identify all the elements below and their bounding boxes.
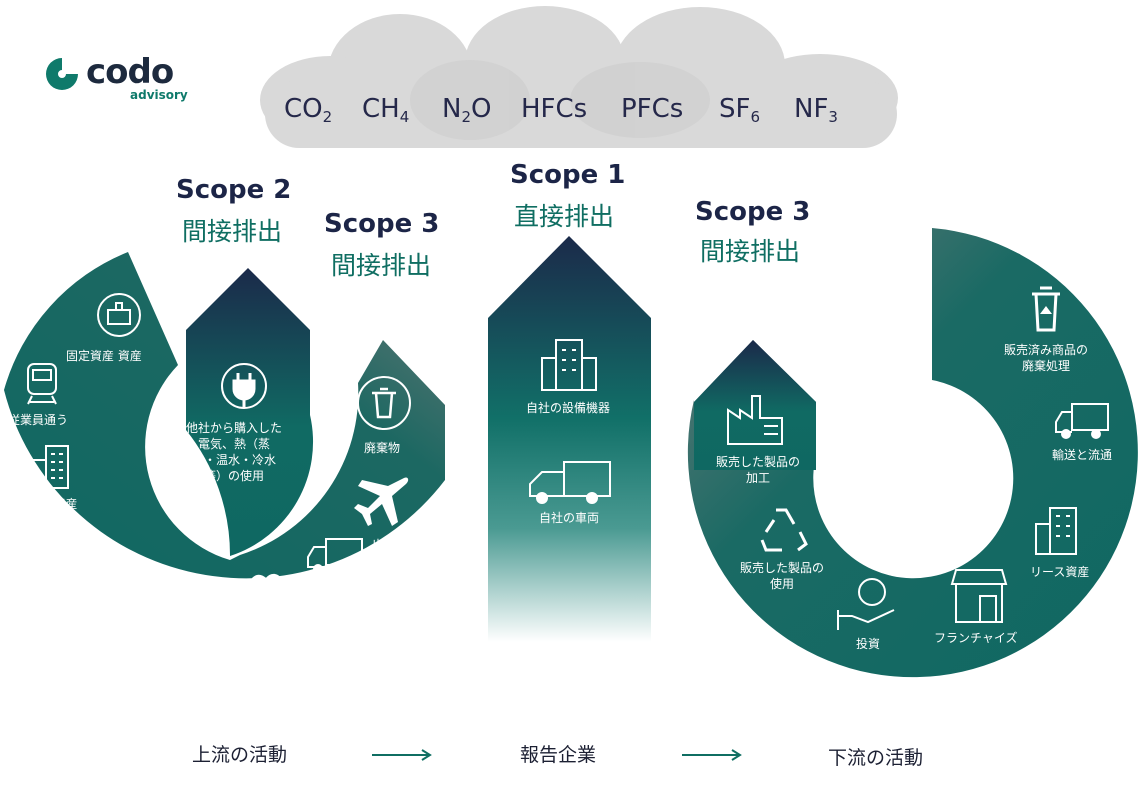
plug-icon: [221, 363, 267, 409]
scope2-arrow: [186, 268, 314, 556]
scope2-subtitle: 間接排出: [182, 217, 283, 246]
truck-icon: [307, 538, 363, 574]
codo-logo-icon: [46, 58, 78, 90]
trash-icon: [357, 376, 411, 430]
gas-label: N2O: [442, 94, 492, 126]
facility-building-icon: [541, 339, 597, 391]
upstream-item-label: 従業員通う: [8, 413, 69, 427]
scope3-up-title: Scope 3: [324, 209, 440, 239]
downstream-label: 下流の活動: [828, 747, 924, 769]
scope2-item-label: 他社から購入した 電気、熱（蒸 気・温水・冷水 等）の使用: [186, 421, 283, 483]
scope3-up-item-label: 輸送と流通: [305, 581, 366, 595]
gas-label: HFCs: [521, 94, 588, 124]
logo: codo advisory: [44, 52, 204, 104]
reporting-company-label: 報告企業: [520, 744, 597, 766]
scope1-arrow: [488, 236, 651, 642]
airplane-icon: [354, 477, 409, 526]
scope3-down-subtitle: 間接排出: [700, 237, 801, 266]
gas-label: SF6: [719, 94, 761, 126]
scope3-down-item-label: リース資産: [1030, 565, 1090, 579]
brand-tagline: advisory: [130, 88, 188, 102]
scope3-down-item-label: 販売した製品の 使用: [740, 561, 825, 591]
scope3-down-item-label: フランチャイズ: [934, 631, 1018, 645]
scope3-down-title: Scope 3: [695, 197, 811, 227]
lease-building-icon: [1035, 507, 1077, 555]
scope3-up-item-label: 燃料・エネルギー 関連の活動: [212, 627, 309, 657]
scope3-down-item-label: 販売した製品の 加工: [716, 455, 801, 485]
scope3-up-subtitle: 間接排出: [331, 251, 432, 280]
scope3-up-item-label: 廃棄物: [364, 441, 401, 455]
cloud: [260, 6, 898, 148]
scope1-item-label: 自社の設備機器: [526, 401, 611, 415]
recycle-icon: [760, 508, 808, 552]
downstream-ring: [687, 228, 1138, 678]
upstream-label: 上流の活動: [192, 744, 288, 766]
train-icon: [27, 363, 57, 405]
coal-cart-icon: [243, 573, 289, 618]
gas-label: CO2: [284, 94, 333, 126]
scope3-down-item-label: 輸送と流通: [1052, 448, 1113, 462]
upstream-item-label: 固定資産 資産: [66, 349, 142, 363]
recycle-bin-icon: [1032, 286, 1060, 332]
capital-goods-icon: [55, 520, 103, 563]
scope1-subtitle: 直接排出: [514, 202, 615, 231]
factory-icon: [727, 395, 783, 445]
office-building-icon: [31, 445, 69, 489]
scope1-title: Scope 1: [510, 160, 626, 190]
brand-name: codo: [86, 52, 174, 92]
purchased-goods-icon: [127, 567, 177, 615]
upstream-item-label: 購入した製品 ・サービス: [110, 621, 183, 651]
upstream-item-label: リース資産: [18, 497, 78, 511]
scope3-up-item-label: 出張: [372, 538, 397, 552]
scope1-item-label: 自社の車両: [539, 511, 600, 525]
storefront-icon: [950, 569, 1008, 623]
investment-icon: [837, 578, 895, 630]
van-icon: [529, 461, 611, 504]
gas-label: PFCs: [621, 94, 684, 124]
upstream-item-label: 資本財: [60, 575, 97, 589]
building-icon: [97, 293, 141, 337]
gas-label: NF3: [794, 94, 838, 126]
scope3-down-item-label: 販売済み商品の 廃棄処理: [1004, 343, 1089, 373]
scope2-title: Scope 2: [176, 175, 292, 205]
delivery-truck-icon: [1055, 403, 1109, 439]
upstream-ring: [4, 252, 445, 579]
scope3-down-item-label: 投資: [856, 637, 881, 651]
flow-arrow-icon: [682, 749, 742, 761]
gas-label: CH4: [362, 94, 410, 126]
flow-arrow-icon: [372, 749, 432, 761]
